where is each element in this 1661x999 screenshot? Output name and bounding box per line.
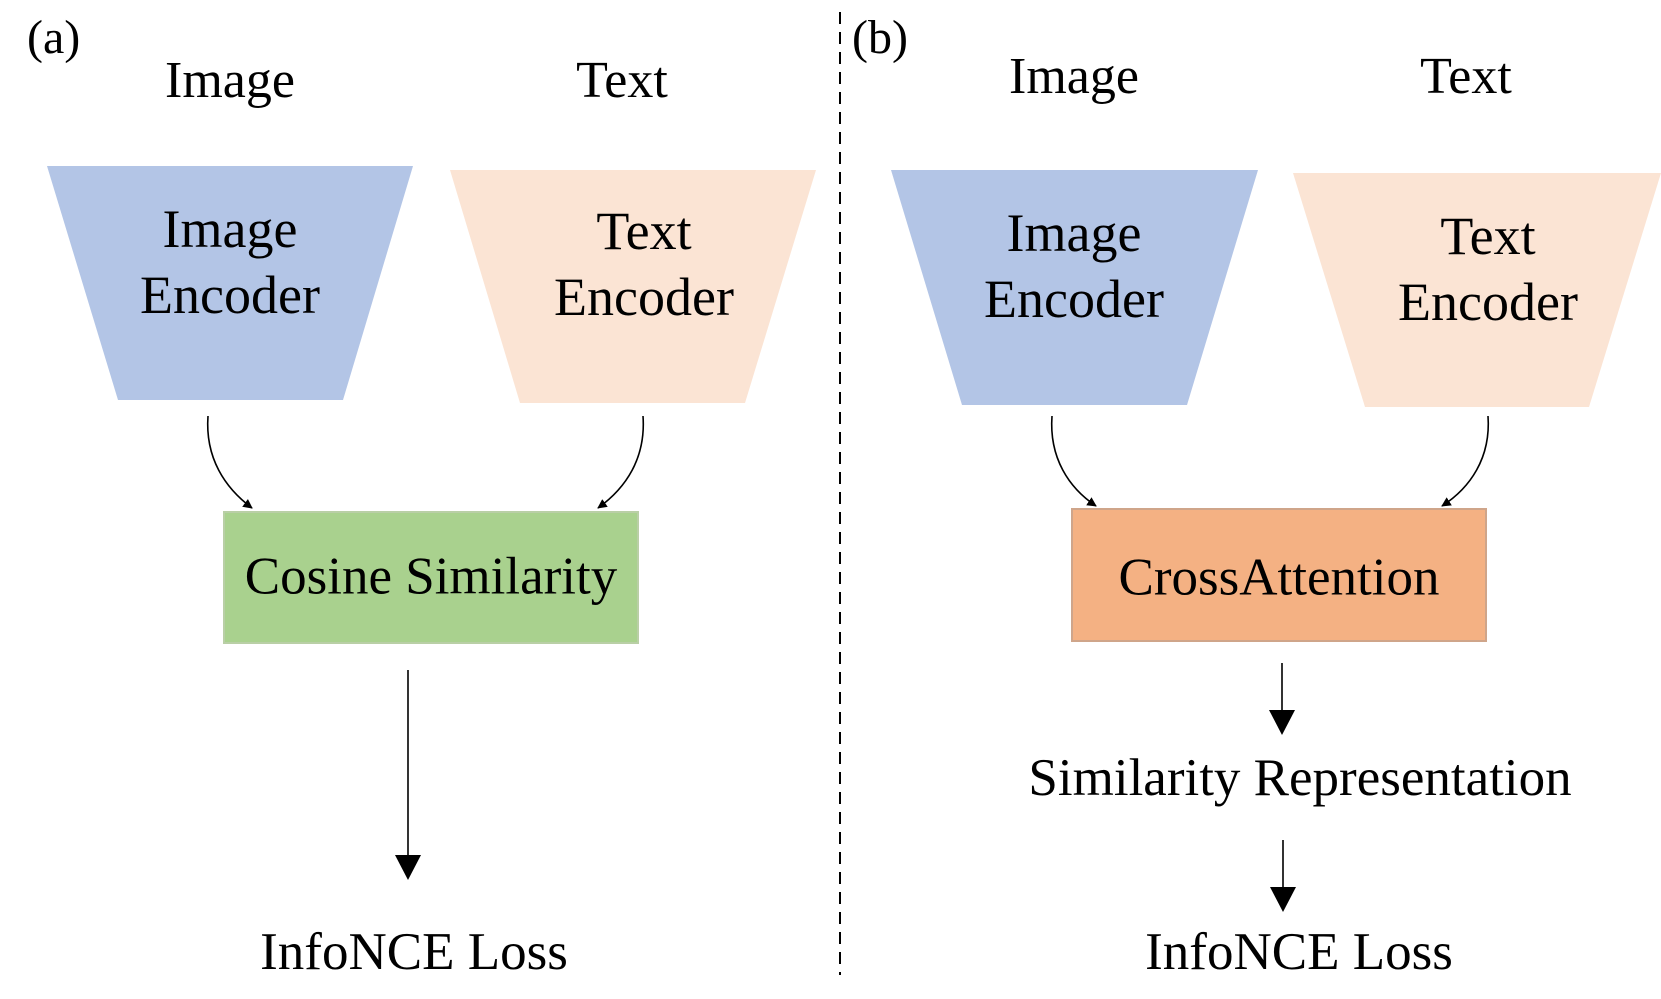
- panel-a-image-encoder-line2: Encoder: [140, 265, 320, 325]
- panel-b-fusion-label: CrossAttention: [1118, 548, 1440, 607]
- panel-a-image-encoder-label: Image Encoder: [140, 196, 320, 328]
- panel-a-text-encoder-line2: Encoder: [554, 267, 734, 327]
- panel-b-text-arrow: [1441, 415, 1490, 507]
- panel-b-image-heading: Image: [1009, 48, 1139, 105]
- panel-a-text-encoder-line1: Text: [596, 201, 692, 261]
- panel-b-text-heading: Text: [1420, 48, 1512, 105]
- panel-a-text-heading: Text: [576, 52, 668, 109]
- panel-a-text-encoder-shape: [450, 170, 816, 403]
- panel-a-text-encoder-label: Text Encoder: [554, 198, 734, 330]
- panel-a-image-encoder-line1: Image: [162, 199, 298, 259]
- panel-b-image-encoder-line2: Encoder: [984, 269, 1164, 329]
- panel-a-image-arrow: [206, 415, 253, 509]
- panel-b-text-encoder-line1: Text: [1440, 206, 1536, 266]
- panel-b-text-encoder-shape: [1293, 173, 1661, 407]
- panel-a-output-label: InfoNCE Loss: [260, 923, 568, 981]
- panel-b-image-encoder-label: Image Encoder: [984, 200, 1164, 332]
- panel-b-tag: (b): [852, 11, 908, 64]
- panel-b-text-encoder-label: Text Encoder: [1398, 203, 1578, 335]
- panel-a-fusion-label: Cosine Similarity: [244, 547, 618, 606]
- panel-b-image-arrow: [1050, 415, 1097, 507]
- panel-a-image-encoder-shape: [47, 166, 413, 400]
- panel-a-cosine-box: [223, 511, 639, 644]
- panel-b-intermediate-label: Similarity Representation: [1028, 749, 1572, 807]
- panel-a-image-heading: Image: [165, 52, 295, 109]
- panel-a-tag: (a): [27, 11, 81, 64]
- panel-b-mid-arrowhead: [1269, 710, 1295, 735]
- panel-b-cross-box: [1071, 508, 1487, 642]
- panel-b-text-encoder-line2: Encoder: [1398, 272, 1578, 332]
- panel-b-image-encoder-shape: [891, 170, 1258, 405]
- panel-a-text-arrow: [597, 415, 645, 509]
- panel-b-output-label: InfoNCE Loss: [1145, 923, 1453, 981]
- panel-a-loss-arrowhead: [395, 855, 421, 880]
- panel-b-loss-arrowhead: [1270, 887, 1296, 912]
- panel-b-image-encoder-line1: Image: [1006, 203, 1142, 263]
